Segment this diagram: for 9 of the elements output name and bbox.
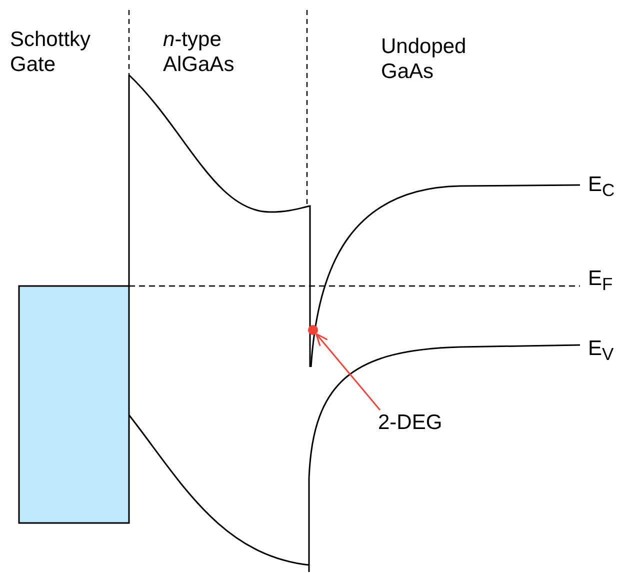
- band-label: E$_{V}$: [588, 336, 615, 366]
- electron-gas-dot: [308, 325, 318, 335]
- layer-label: Undoped GaAs: [381, 34, 468, 84]
- band-label: E$_{C}$: [588, 172, 616, 202]
- callout-label: 2-DEG: [378, 410, 442, 435]
- band-label: E$_{F}$: [588, 266, 614, 296]
- layer-label: Schottky Gate: [10, 27, 92, 77]
- layer-label: n-type AlGaAs: [163, 27, 236, 77]
- leader-arrow: [315, 333, 381, 410]
